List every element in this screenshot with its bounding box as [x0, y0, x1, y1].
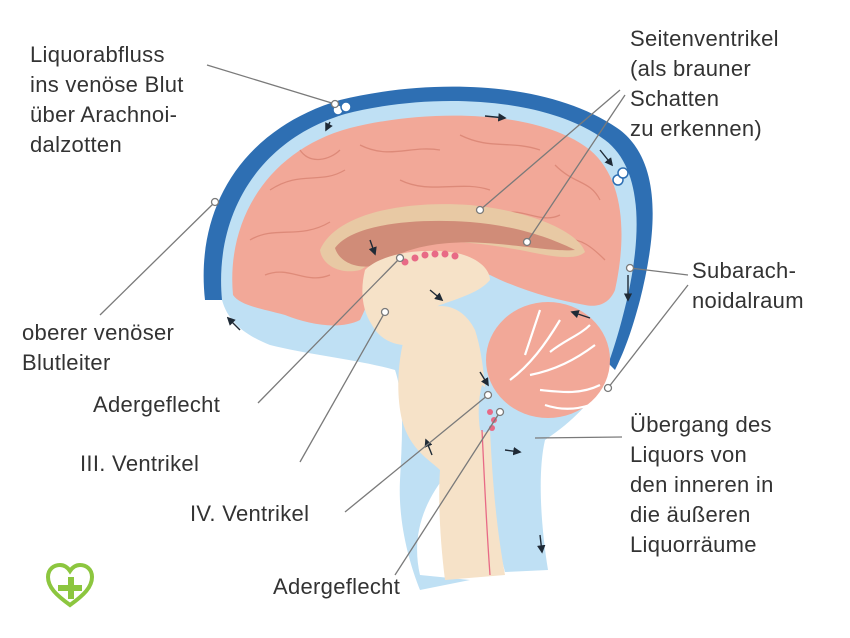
label-ventrikel-4: IV. Ventrikel: [190, 501, 309, 526]
label-venoeser-blutleiter: oberer venöser Blutleiter: [22, 320, 181, 375]
label-ventrikel-3: III. Ventrikel: [80, 451, 199, 476]
label-liquorabfluss: Liquorabfluss ins venöse Blut über Arach…: [30, 42, 190, 157]
brainstem: [398, 306, 505, 580]
anatomy: [203, 86, 653, 591]
cerebellum: [486, 302, 610, 418]
label-adergeflecht-1: Adergeflecht: [93, 392, 220, 417]
label-seitenventrikel: Seitenventrikel (als brauner Schatten zu…: [630, 26, 785, 141]
label-subarachnoidalraum: Subarach- noidalraum: [692, 258, 804, 313]
heart-cross-icon: [45, 562, 95, 608]
label-uebergang: Übergang des Liquors von den inneren in …: [630, 412, 780, 557]
central-canal: [481, 429, 491, 576]
flow-arrows: [226, 113, 633, 554]
leader-dots: [210, 99, 635, 417]
leader-lines: [99, 64, 689, 576]
label-adergeflecht-2: Adergeflecht: [273, 574, 400, 599]
diencephalon: [362, 250, 490, 345]
arachnoid-granulations: [332, 101, 629, 186]
